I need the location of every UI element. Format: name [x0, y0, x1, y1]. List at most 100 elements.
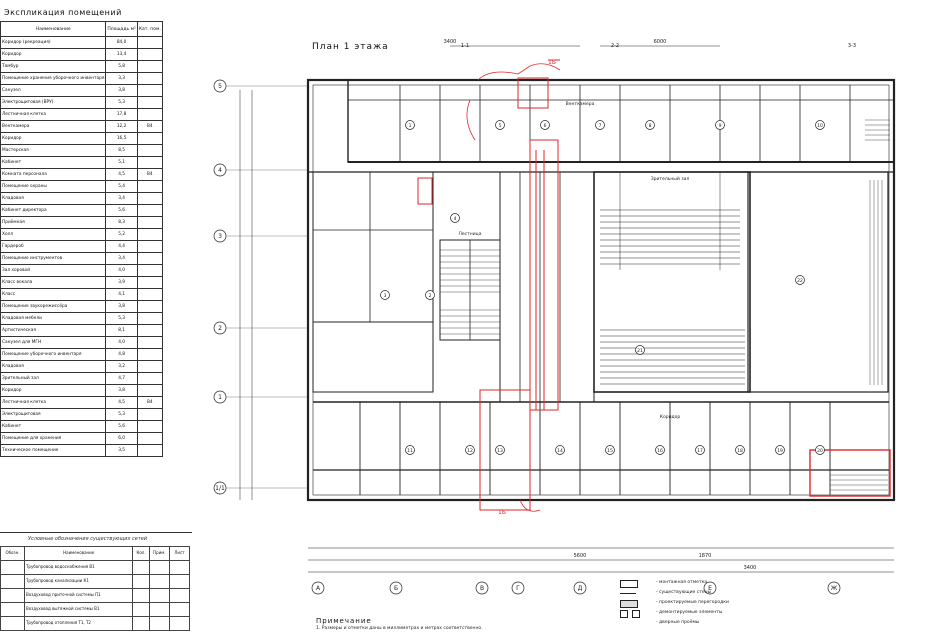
designations-cell [132, 616, 150, 631]
axis-row-label: 1 [218, 394, 222, 401]
room-category-cell [136, 372, 163, 385]
designations-header-row: Обозн. Наименование Кол. Прим. Лист [0, 546, 190, 561]
explication-title: Экспликация помещений [4, 8, 122, 17]
room-category-cell [136, 324, 163, 337]
legend: - монтажная отметка - существующие стены… [620, 578, 920, 630]
room-number-bubble [815, 445, 825, 455]
room-category-cell [136, 192, 163, 205]
explication-header: Наименование [0, 21, 107, 37]
axis-col-label: Г [516, 585, 520, 592]
axis-col-label: Д [578, 585, 583, 592]
designations-cell [169, 602, 190, 617]
axis-col-bubble [389, 581, 403, 595]
room-category-cell: В4 [136, 396, 163, 409]
room-number-label: 3 [384, 293, 387, 299]
designations-cell [148, 616, 171, 631]
room-number-bubble [645, 120, 655, 130]
axis-col-bubble [511, 581, 525, 595]
designations-table: Обозн. Наименование Кол. Прим. Лист Труб… [0, 546, 190, 631]
room-category-cell [136, 312, 163, 325]
designations-header: Кол. [132, 546, 150, 561]
room-name-cell: Комната персонала [0, 168, 107, 181]
designations-cell: Воздуховод приточной системы П1 [23, 588, 134, 603]
designations-panel [0, 532, 192, 632]
room-area-cell: 4,5 [105, 168, 138, 181]
axis-col-bubble [311, 581, 325, 595]
designations-row: Воздуховод приточной системы П1 [0, 588, 190, 603]
room-number-label: 20 [817, 448, 823, 454]
room-name-cell: Зал хоровой [0, 264, 107, 277]
room-category-cell [136, 216, 163, 229]
room-name-cell: Класс [0, 288, 107, 301]
designations-cell [0, 560, 25, 575]
axis-row-label: 4 [218, 167, 222, 174]
room-number-bubble [635, 345, 645, 355]
room-category-cell [136, 300, 163, 313]
axis-col-bubble [573, 581, 587, 595]
legend-label: - дверные проёмы [656, 620, 700, 625]
note-text: 1. Размеры и отметки даны в миллиметрах … [316, 626, 483, 631]
auditorium-outline [593, 171, 751, 393]
red-markup-zone [479, 389, 531, 511]
room-number-label: 4 [454, 216, 457, 222]
room-category-cell [136, 204, 163, 217]
room-number-bubble [450, 213, 460, 223]
room-area-cell: 16,5 [105, 132, 138, 145]
outer-wall [306, 78, 896, 502]
axis-col-label: Ж [831, 585, 838, 592]
room-category-cell [136, 276, 163, 289]
explication-row: Коридор (рекреация)84,0 [0, 36, 163, 49]
room-category-cell [136, 144, 163, 157]
designations-cell: Трубопровод водоснабжения В1 [23, 560, 134, 575]
room-name-cell: Помещение для хранения [0, 432, 107, 445]
room-number-bubble [735, 445, 745, 455]
legend-swatch [620, 610, 628, 618]
explication-panel: Экспликация помещений Наименование Площа… [0, 0, 163, 466]
room-number-bubble [405, 445, 415, 455]
room-name-cell: Венткамера [0, 120, 107, 133]
axis-row-label: 3 [218, 233, 222, 240]
red-markup-zone [809, 449, 891, 497]
room-area-cell: 8,1 [105, 324, 138, 337]
zone-label: Лестница [459, 231, 482, 237]
room-area-cell: 6,0 [105, 432, 138, 445]
designations-header: Наименование [23, 546, 134, 561]
room-category-cell [136, 444, 163, 457]
room-name-cell: Тамбур [0, 60, 107, 73]
legend-swatch [620, 593, 636, 594]
room-name-cell: Помещение уборочного инвентаря [0, 348, 107, 361]
designations-cell: Воздуховод вытяжной системы В1 [23, 602, 134, 617]
room-area-cell: 4,0 [105, 336, 138, 349]
room-name-cell: Артистическая [0, 324, 107, 337]
explication-header: Кат. пом. [136, 21, 163, 37]
room-area-cell: 5,3 [105, 96, 138, 109]
room-category-cell [136, 336, 163, 349]
designations-cell [148, 588, 171, 603]
room-category-cell [136, 360, 163, 373]
designations-row: Трубопровод канализации К1 [0, 574, 190, 589]
room-number-label: 6 [544, 123, 547, 129]
room-number-bubble [715, 120, 725, 130]
room-number-bubble [605, 445, 615, 455]
room-number-bubble [495, 445, 505, 455]
room-number-label: 13 [497, 448, 503, 454]
designations-header: Обозн. [0, 546, 25, 561]
room-name-cell: Зрительный зал [0, 372, 107, 385]
room-name-cell: Коридор [0, 48, 107, 61]
room-area-cell: 5,6 [105, 204, 138, 217]
axis-col-bubble [475, 581, 489, 595]
room-name-cell: Коридор [0, 384, 107, 397]
